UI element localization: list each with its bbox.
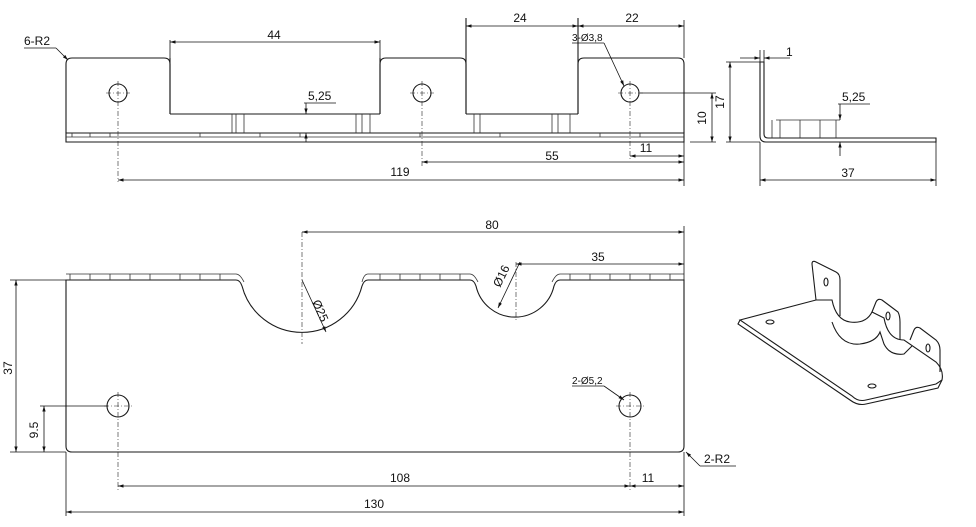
flat-outline [65, 279, 685, 453]
iso-base-plate [738, 299, 943, 402]
dim-108: 108 [390, 471, 410, 485]
dim-35: 35 [591, 250, 605, 264]
dim-37-flat: 37 [1, 361, 15, 375]
dim-130: 130 [364, 497, 384, 511]
dim-9-5: 9.5 [27, 421, 41, 438]
dim-24: 24 [513, 11, 527, 25]
dim-5-25-side: 5,25 [842, 90, 866, 104]
dia-16: Ø16 [490, 262, 513, 289]
flat-view: 80 35 Ø25 Ø16 37 9.5 2-Ø5,2 2-R2 108 11 [1, 218, 736, 516]
dim-1: 1 [786, 45, 793, 59]
radius-note-flat: 2-R2 [704, 452, 730, 466]
dim-11-flat: 11 [642, 471, 655, 485]
dim-17: 17 [713, 95, 727, 109]
dim-44: 44 [267, 28, 281, 42]
hole-note-top: 3-Ø3,8 [572, 33, 603, 44]
dim-5-25-top: 5,25 [308, 89, 332, 103]
side-profile [759, 61, 937, 143]
dim-10-top: 10 [695, 111, 709, 125]
dim-119: 119 [390, 165, 409, 179]
dia-25: Ø25 [309, 298, 331, 325]
middle-tab [379, 57, 467, 114]
dim-37-side: 37 [841, 166, 855, 180]
base-strip [65, 132, 685, 143]
dim-22: 22 [625, 11, 639, 25]
side-view: 1 17 5,25 37 [713, 45, 937, 186]
dim-80: 80 [485, 218, 499, 232]
right-tab [577, 57, 685, 133]
hole-note-flat: 2-Ø5,2 [572, 376, 603, 387]
dim-11-top: 11 [640, 141, 653, 155]
isometric-view [737, 260, 943, 406]
top-view: 44 24 22 3-Ø3,8 6-R2 5,25 10 11 55 [24, 11, 716, 186]
radius-note-top: 6-R2 [24, 34, 50, 48]
dim-55: 55 [545, 149, 559, 163]
